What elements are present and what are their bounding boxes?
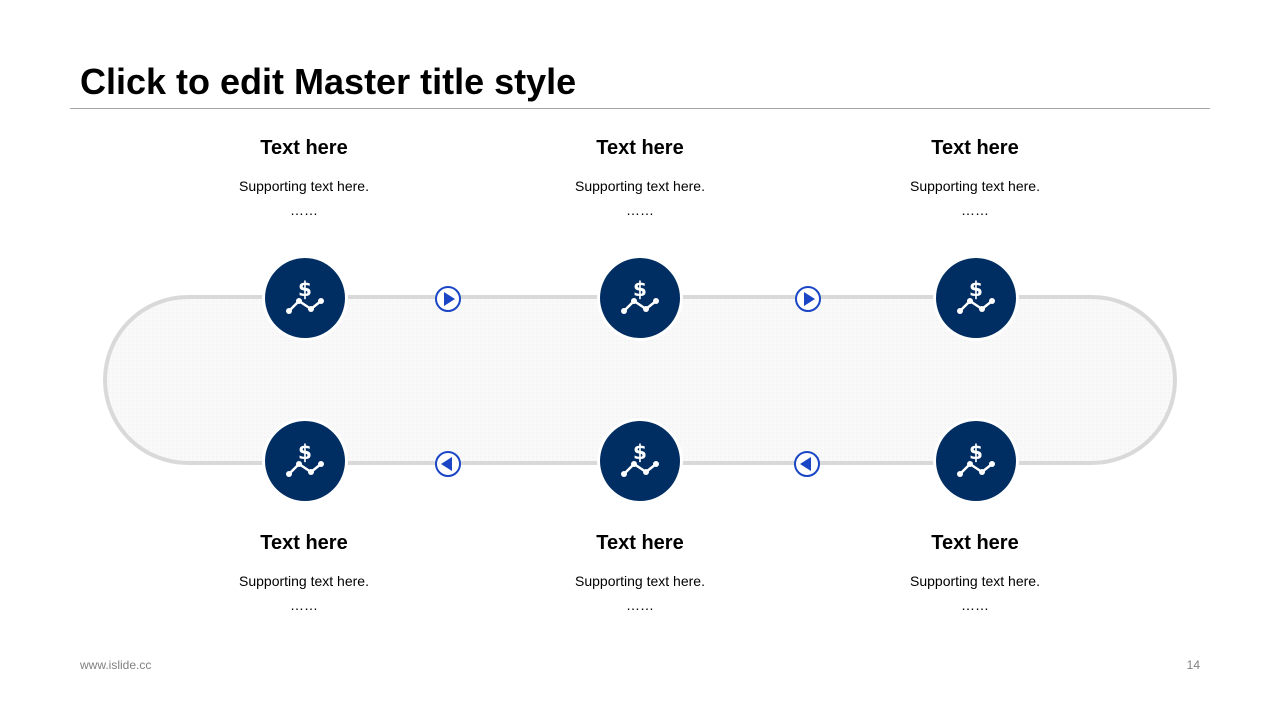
step-node-4: $ bbox=[262, 418, 348, 504]
dollar-trend-icon: $ bbox=[969, 277, 983, 301]
dollar-trend-icon: $ bbox=[633, 440, 647, 464]
play-right-icon bbox=[444, 292, 455, 306]
step-node-5: $ bbox=[597, 418, 683, 504]
dollar-trend-icon: $ bbox=[633, 277, 647, 301]
step-ellipsis: …… bbox=[961, 202, 989, 218]
connector-arrow-3 bbox=[435, 451, 461, 477]
step-support-text: Supporting text here. bbox=[239, 178, 369, 194]
step-ellipsis: …… bbox=[290, 597, 318, 613]
step-heading: Text here bbox=[260, 532, 348, 554]
step-ellipsis: …… bbox=[626, 202, 654, 218]
footer-url: www.islide.cc bbox=[80, 658, 152, 672]
connector-arrow-4 bbox=[794, 451, 820, 477]
step-text-1: Text here Supporting text here. …… bbox=[184, 136, 424, 219]
page-number: 14 bbox=[1186, 658, 1200, 672]
step-node-6: $ bbox=[933, 418, 1019, 504]
step-ellipsis: …… bbox=[961, 597, 989, 613]
play-right-icon bbox=[804, 292, 815, 306]
step-support-text: Supporting text here. bbox=[575, 573, 705, 589]
step-node-1: $ bbox=[262, 255, 348, 341]
title-divider bbox=[70, 108, 1210, 109]
step-ellipsis: …… bbox=[290, 202, 318, 218]
dollar-trend-icon: $ bbox=[298, 277, 312, 301]
dollar-trend-icon: $ bbox=[298, 440, 312, 464]
loop-track bbox=[103, 295, 1177, 465]
dollar-trend-icon: $ bbox=[969, 440, 983, 464]
step-heading: Text here bbox=[931, 532, 1019, 554]
step-text-3: Text here Supporting text here. …… bbox=[855, 136, 1095, 219]
connector-arrow-2 bbox=[795, 286, 821, 312]
connector-arrow-1 bbox=[435, 286, 461, 312]
play-left-icon bbox=[800, 457, 811, 471]
step-text-5: Text here Supporting text here. …… bbox=[520, 531, 760, 614]
step-support-text: Supporting text here. bbox=[575, 178, 705, 194]
step-text-6: Text here Supporting text here. …… bbox=[855, 531, 1095, 614]
slide-title: Click to edit Master title style bbox=[80, 61, 577, 102]
play-left-icon bbox=[441, 457, 452, 471]
step-heading: Text here bbox=[931, 137, 1019, 159]
step-support-text: Supporting text here. bbox=[910, 178, 1040, 194]
step-heading: Text here bbox=[260, 137, 348, 159]
step-support-text: Supporting text here. bbox=[910, 573, 1040, 589]
step-support-text: Supporting text here. bbox=[239, 573, 369, 589]
step-text-2: Text here Supporting text here. …… bbox=[520, 136, 760, 219]
step-text-4: Text here Supporting text here. …… bbox=[184, 531, 424, 614]
step-heading: Text here bbox=[596, 532, 684, 554]
step-node-2: $ bbox=[597, 255, 683, 341]
step-node-3: $ bbox=[933, 255, 1019, 341]
step-ellipsis: …… bbox=[626, 597, 654, 613]
step-heading: Text here bbox=[596, 137, 684, 159]
